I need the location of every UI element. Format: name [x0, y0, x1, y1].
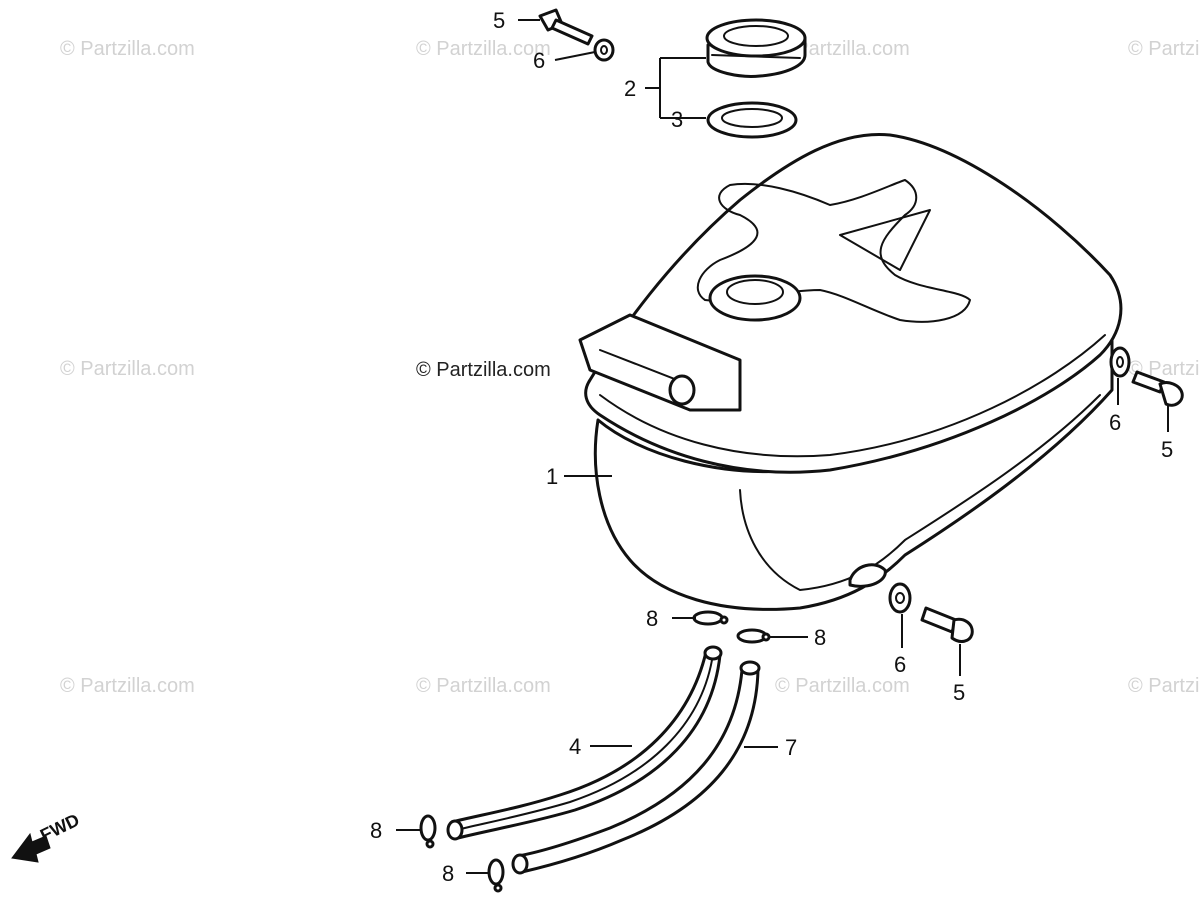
watermark: © Partzilla.com [60, 358, 195, 380]
forward-label: FWD [37, 810, 83, 846]
fuel-hose-7 [511, 660, 761, 875]
callout-3: 3 [671, 107, 683, 132]
callout-4: 4 [569, 734, 581, 759]
watermark-center: © Partzilla.com [416, 359, 551, 381]
washer-lower [888, 582, 912, 614]
watermark: © Partzilla.com [60, 38, 195, 60]
callout-2: 2 [624, 76, 636, 101]
watermark: © Partzilla.com [416, 675, 551, 697]
bolt-lower [920, 606, 974, 643]
fuel-hose-4 [446, 645, 723, 841]
leader-lines [396, 19, 1169, 874]
callout-8-b: 8 [814, 625, 826, 650]
watermark: © Partzilla.com [416, 38, 551, 60]
watermark: © Partzilla.com [60, 675, 195, 697]
hose-clip-a [692, 610, 729, 626]
callout-6-lower: 6 [894, 652, 906, 677]
cap-gasket [706, 101, 798, 139]
callout-5-right: 5 [1161, 437, 1173, 462]
watermark: © Partzilla.com [775, 38, 910, 60]
fuel-cap [705, 18, 807, 78]
hose-clip-c [419, 814, 437, 849]
bolt-top [538, 8, 594, 46]
callout-6-right: 6 [1109, 410, 1121, 435]
forward-arrow-icon [11, 832, 51, 863]
callout-7: 7 [785, 735, 797, 760]
callout-6-top: 6 [533, 48, 545, 73]
callout-5-lower: 5 [953, 680, 965, 705]
watermark: © Partzilla.com [775, 675, 910, 697]
watermark: © Partzilla.com [1128, 675, 1200, 697]
hose-clip-d [487, 858, 505, 893]
callout-8-c: 8 [370, 818, 382, 843]
callout-5-top: 5 [493, 8, 505, 33]
bolt-right [1131, 370, 1184, 407]
callout-labels: 5 6 2 3 1 6 5 8 8 6 5 4 7 8 8 [370, 8, 1173, 886]
callout-8-d: 8 [442, 861, 454, 886]
forward-direction-indicator: FWD [11, 810, 83, 863]
fuel-tank [578, 132, 1123, 611]
washer-right [1109, 346, 1131, 378]
callout-1: 1 [546, 464, 558, 489]
callout-8-a: 8 [646, 606, 658, 631]
hose-clip-b [736, 628, 771, 644]
watermark: © Partzilla.com [1128, 38, 1200, 60]
washer-top [593, 38, 615, 62]
